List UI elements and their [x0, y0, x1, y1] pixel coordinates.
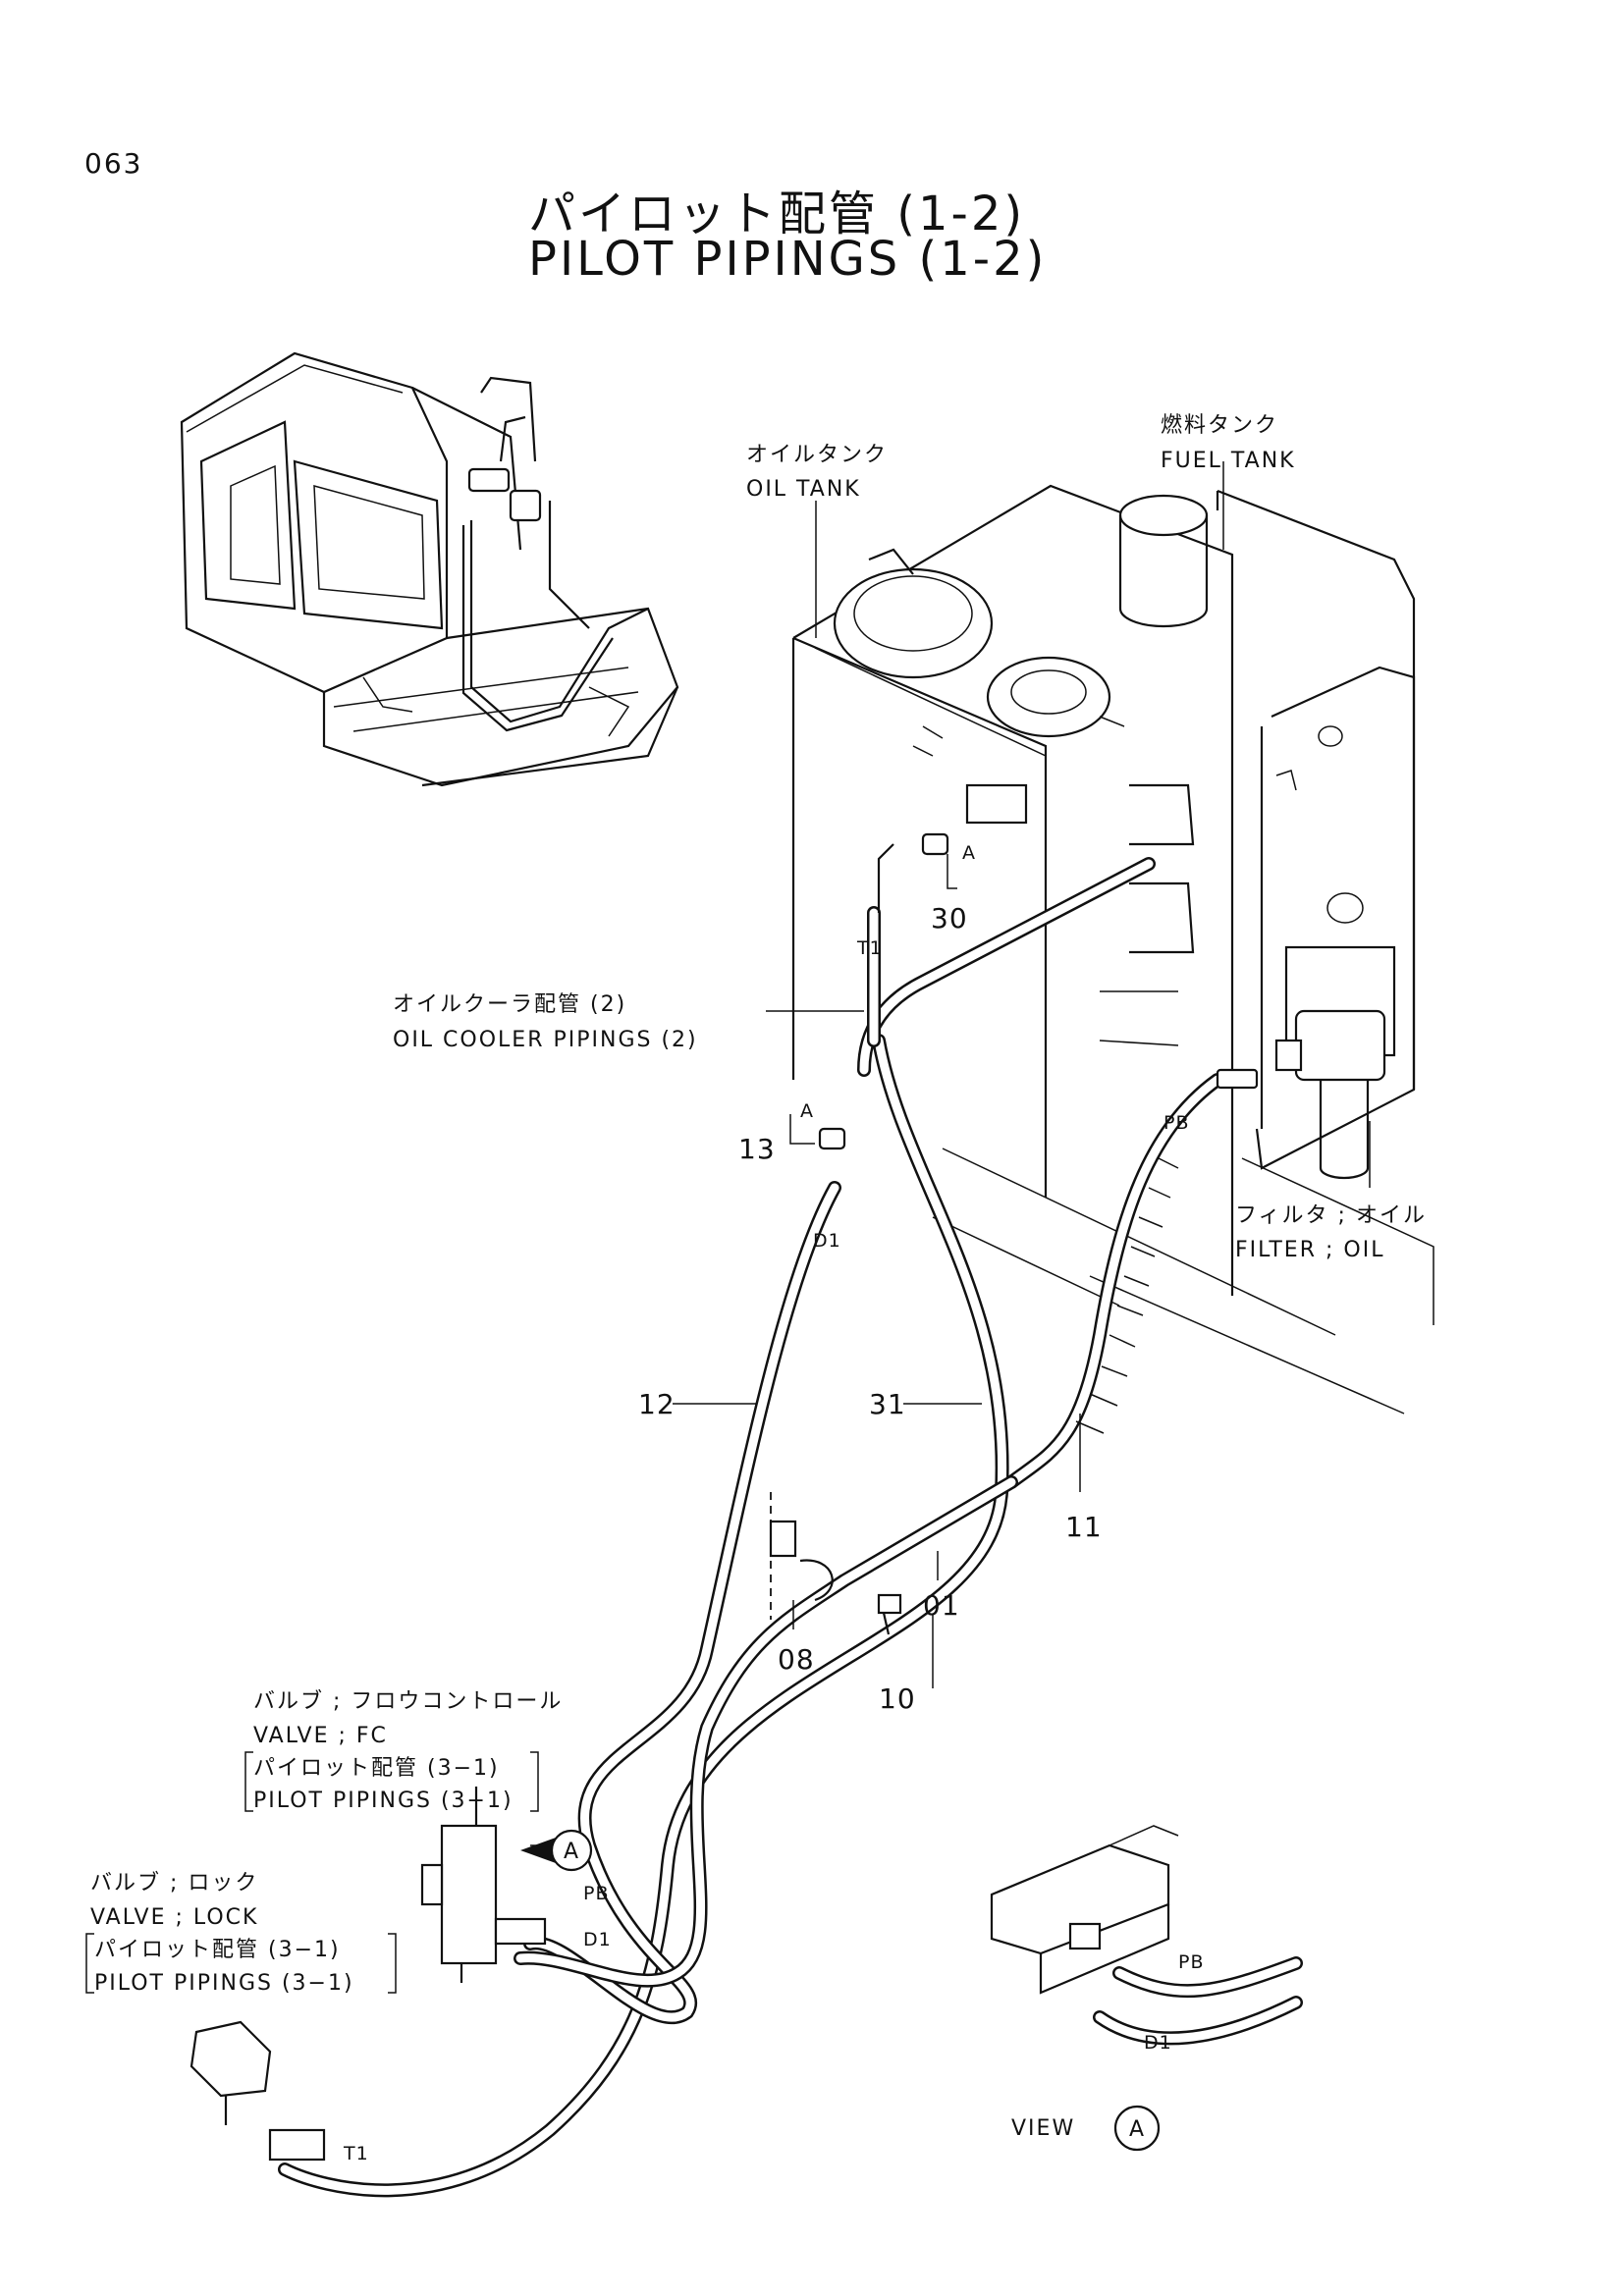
port-label-d1-valve: D1: [583, 1929, 612, 1950]
view-circle-letter: A: [1129, 2117, 1146, 2142]
label-oil-cooler-en: OIL COOLER PIPINGS (2): [393, 1028, 698, 1052]
part-number-12: 12: [638, 1388, 676, 1420]
port-label-pb-filter: PB: [1163, 1112, 1190, 1134]
label-valve-lock-ref-en: PILOT PIPINGS (3−1): [94, 1971, 354, 1996]
port-label-t1-top: T1: [856, 937, 883, 959]
part-number-30: 30: [931, 902, 968, 934]
page-title-en: PILOT PIPINGS (1-2): [528, 232, 1048, 287]
view-label: VIEW: [1011, 2116, 1075, 2141]
bracket-lock-ref: [85, 1933, 397, 1994]
label-valve-fc-en: VALVE ; FC: [253, 1724, 388, 1748]
label-filter-jp: フィルタ ; オイル: [1235, 1203, 1427, 1228]
label-filter-en: FILTER ; OIL: [1235, 1238, 1384, 1262]
label-fuel-tank-jp: 燃料タンク: [1161, 413, 1278, 438]
part-number-13: 13: [738, 1133, 776, 1165]
valve-fc: [420, 1787, 547, 1983]
label-oil-tank-en: OIL TANK: [746, 477, 861, 502]
label-valve-lock-ref-jp: パイロット配管 (3−1): [94, 1938, 341, 1962]
part-number-08: 08: [778, 1643, 815, 1676]
label-oil-tank-jp: オイルタンク: [746, 443, 888, 467]
callout-a: A: [520, 1829, 593, 1872]
part-number-31: 31: [869, 1388, 906, 1420]
page-title-jp: パイロット配管 (1-2): [528, 187, 1026, 241]
port-label-t1-bottom: T1: [343, 2143, 369, 2164]
port-label-pb-valve: PB: [583, 1883, 610, 1904]
hose-12: [523, 1181, 841, 2025]
bolt-10: [877, 1593, 902, 1635]
view-a-inset: [990, 1825, 1303, 2046]
label-oil-cooler-jp: オイルクーラ配管 (2): [393, 992, 626, 1017]
port-label-d1-top: D1: [813, 1230, 841, 1252]
part-number-10: 10: [879, 1682, 916, 1715]
callout-a-letter: A: [564, 1840, 580, 1864]
label-valve-fc-jp: バルブ ; フロウコントロール: [253, 1689, 563, 1714]
label-fuel-tank-en: FUEL TANK: [1161, 449, 1296, 473]
excavator-overview: [180, 351, 679, 787]
view-circle: [1113, 2105, 1161, 2152]
clamp-08: [769, 1492, 834, 1620]
label-valve-fc-ref-en: PILOT PIPINGS (3−1): [253, 1789, 514, 1813]
port-label-a-top: A: [962, 842, 976, 864]
pipe-01: [514, 1475, 1018, 1988]
port-label-d1-view: D1: [1144, 2032, 1172, 2054]
label-valve-lock-en: VALVE ; LOCK: [90, 1905, 258, 1930]
port-label-pb-view: PB: [1178, 1951, 1205, 1973]
oil-tank: [791, 484, 1234, 1296]
oil-cooler-pipe: [857, 843, 1156, 1077]
bracket-fc-ref: [244, 1751, 539, 1812]
label-valve-lock-jp: バルブ ; ロック: [90, 1871, 258, 1896]
page-number: 063: [84, 147, 143, 180]
port-label-a-13: A: [800, 1100, 814, 1122]
part-number-11: 11: [1065, 1511, 1103, 1543]
leader-lines: [530, 461, 1371, 1846]
fitting-30: [921, 832, 949, 856]
valve-lock: [189, 2020, 326, 2162]
fitting-13: [818, 1127, 846, 1150]
part-number-01: 01: [923, 1589, 960, 1622]
fitting-pb-filter: [1216, 1068, 1259, 1090]
label-valve-fc-ref-jp: パイロット配管 (3−1): [253, 1756, 500, 1781]
oil-filter: [1274, 1009, 1386, 1180]
hose-31: [278, 1034, 1009, 2198]
hose-11: [1004, 1073, 1224, 1489]
